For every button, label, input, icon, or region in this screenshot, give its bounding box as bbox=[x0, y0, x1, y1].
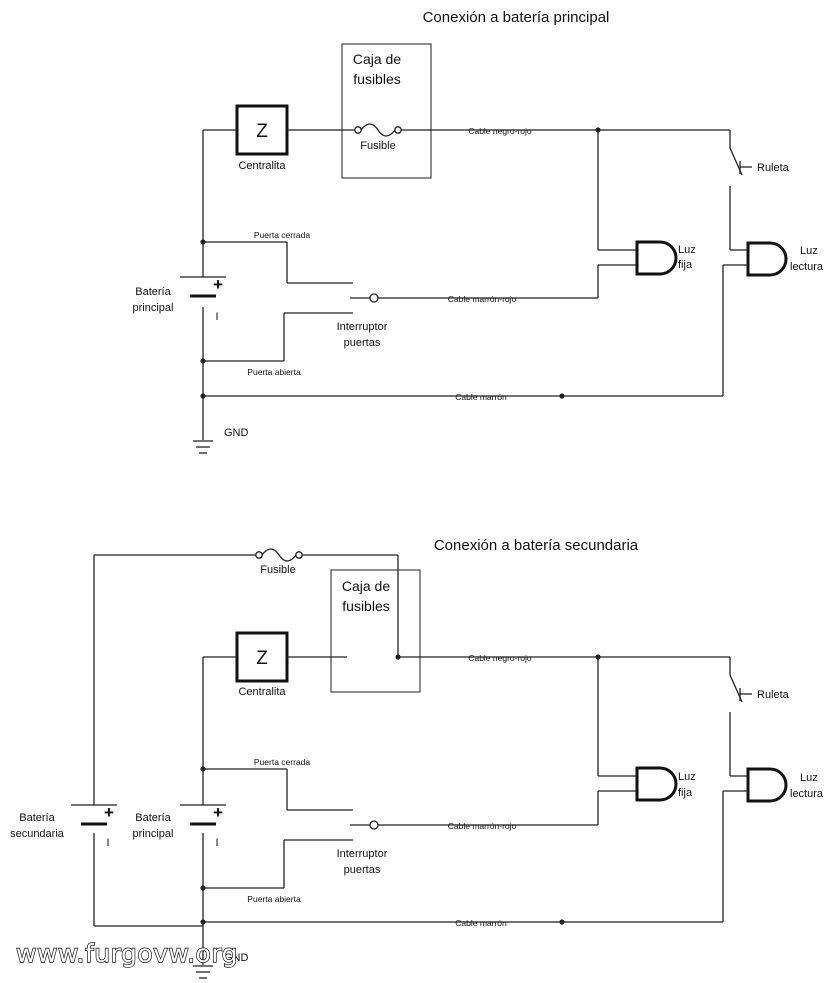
wire-label-black-red: Cable negro-rojo bbox=[468, 653, 532, 663]
fixed-light-icon bbox=[635, 240, 678, 276]
battery-plus: + bbox=[104, 803, 114, 822]
ground-label: GND bbox=[224, 952, 249, 964]
reading-light-label: Luz bbox=[800, 772, 818, 784]
battery-secondary-label: Batería bbox=[19, 812, 55, 824]
ground-symbol bbox=[193, 965, 213, 979]
door-open-label: Puerta abierta bbox=[247, 367, 301, 377]
door-closed-label: Puerta cerrada bbox=[254, 757, 310, 767]
battery-plus: + bbox=[213, 803, 223, 822]
fuse-box-label: fusibles bbox=[353, 71, 400, 87]
switch-label: puertas bbox=[344, 337, 381, 349]
fuse-box bbox=[341, 43, 432, 179]
battery-main-label: principal bbox=[133, 828, 174, 840]
ground-symbol bbox=[193, 440, 213, 454]
wire-label-black-red: Cable negro-rojo bbox=[468, 126, 532, 136]
battery-main-symbol bbox=[180, 804, 226, 826]
battery-main-symbol bbox=[180, 276, 226, 298]
battery-minus: I bbox=[215, 311, 218, 323]
wire-label-brown-red: Cable marrón-rojo bbox=[448, 821, 517, 831]
fuse-symbol bbox=[255, 548, 303, 562]
diagram-title: Conexión a batería principal bbox=[423, 9, 610, 26]
switch-contact-icon bbox=[369, 820, 379, 830]
fuse-box-label: Caja de bbox=[353, 51, 401, 67]
door-open-label: Puerta abierta bbox=[247, 894, 301, 904]
battery-minus: I bbox=[215, 837, 218, 849]
fuse-box-label: Caja de bbox=[342, 578, 390, 594]
watermark: www.furgovw.org bbox=[16, 939, 238, 968]
diagram-title: Conexión a batería secundaria bbox=[434, 537, 639, 554]
battery-secondary-label: secundaria bbox=[10, 828, 65, 840]
diagram-main-battery: Conexión a batería principal Caja de fus… bbox=[133, 9, 824, 454]
reading-light-label: Luz bbox=[800, 245, 818, 257]
battery-plus: + bbox=[213, 275, 223, 294]
fixed-light-label: Luz bbox=[678, 771, 696, 783]
fixed-light-label: Luz bbox=[678, 244, 696, 256]
wire-label-brown: Cable marrón bbox=[455, 918, 507, 928]
reading-light-label: lectura bbox=[790, 261, 824, 273]
ground-label: GND bbox=[224, 427, 249, 439]
fuse-box bbox=[330, 569, 421, 693]
switch-label: Interruptor bbox=[337, 321, 388, 333]
fixed-light-icon bbox=[635, 766, 678, 802]
reading-light-label: lectura bbox=[790, 788, 824, 800]
fuse-label: Fusible bbox=[360, 140, 395, 152]
fixed-light-label: fija bbox=[678, 259, 693, 271]
control-unit-symbol: Z bbox=[256, 648, 268, 669]
fuse-box-label: fusibles bbox=[342, 598, 389, 614]
dimmer-label: Ruleta bbox=[757, 162, 790, 174]
switch-label: Interruptor bbox=[337, 848, 388, 860]
battery-main-label: Batería bbox=[135, 286, 171, 298]
battery-secondary-symbol bbox=[71, 804, 117, 826]
wire-label-brown-red: Cable marrón-rojo bbox=[448, 294, 517, 304]
control-unit-label: Centralita bbox=[238, 160, 286, 172]
wire-label-brown: Cable marrón bbox=[455, 392, 507, 402]
dimmer-label: Ruleta bbox=[757, 689, 790, 701]
switch-contact-icon bbox=[369, 293, 379, 303]
battery-minus: I bbox=[106, 837, 109, 849]
fuse-label: Fusible bbox=[260, 564, 295, 576]
battery-main-label: principal bbox=[133, 302, 174, 314]
switch-label: puertas bbox=[344, 864, 381, 876]
reading-light-icon bbox=[746, 767, 788, 803]
fuse-symbol bbox=[354, 123, 402, 137]
door-closed-label: Puerta cerrada bbox=[254, 230, 310, 240]
control-unit-label: Centralita bbox=[238, 686, 286, 698]
fixed-light-label: fija bbox=[678, 787, 693, 799]
battery-main-label: Batería bbox=[135, 812, 171, 824]
control-unit-symbol: Z bbox=[256, 121, 268, 142]
reading-light-icon bbox=[746, 241, 788, 277]
diagram-secondary-battery: Conexión a batería secundaria Fusible Ca… bbox=[10, 537, 824, 979]
